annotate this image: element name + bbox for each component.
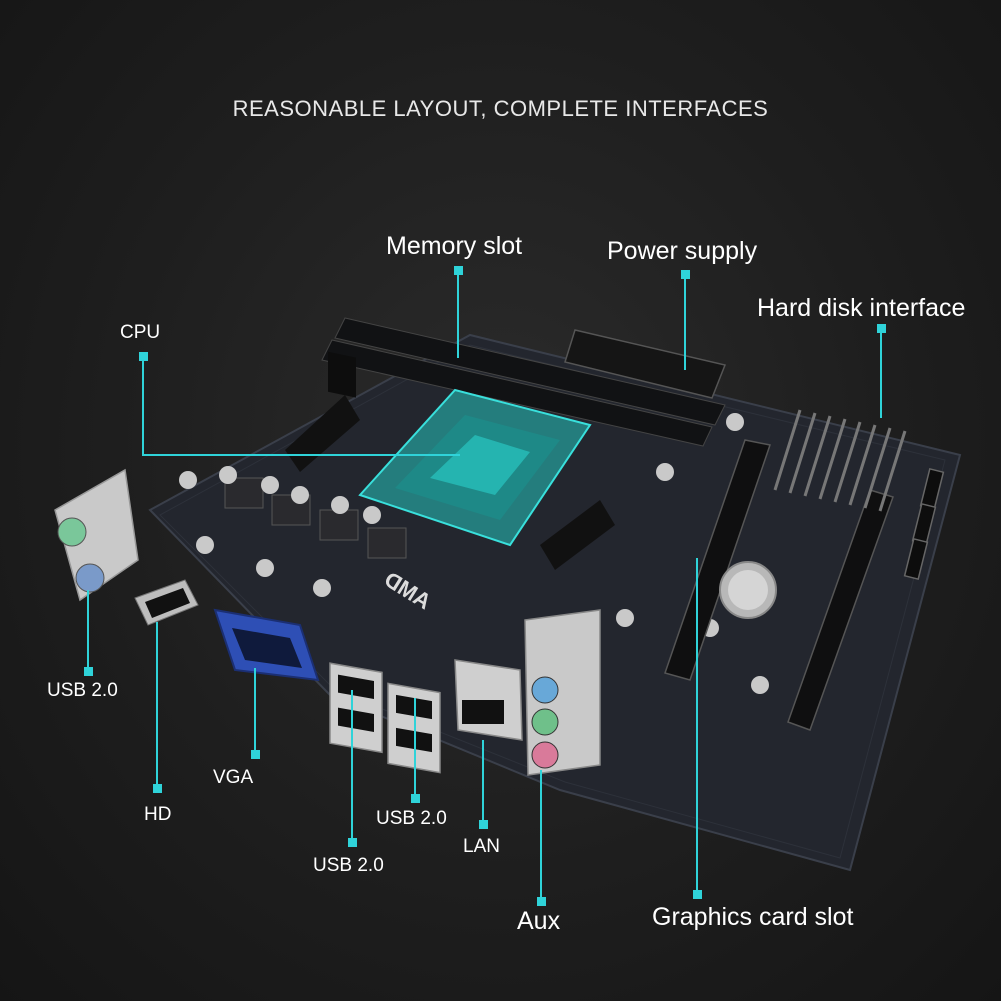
chipset-heatsink [773, 409, 907, 512]
memory-slot-a [334, 317, 726, 426]
hard-disk-interface-label: Hard disk interface [757, 294, 966, 322]
callout-markers [84, 266, 886, 906]
usb-stack-1 [329, 662, 383, 754]
cpu-label: CPU [120, 322, 161, 343]
power-supply-label: Power supply [607, 237, 758, 265]
audio-line-in-jack [531, 676, 559, 704]
usb-ps2-label: USB 2.0 [47, 680, 118, 701]
audio-line-out-jack [531, 708, 559, 736]
memory-slot-label: Memory slot [386, 232, 523, 260]
hd-label: HD [144, 804, 172, 825]
memory-slot-b [321, 339, 713, 447]
usb-rear-2-label: USB 2.0 [376, 808, 447, 829]
audio-mic-jack [531, 741, 559, 769]
ps2-bracket [54, 468, 139, 602]
ps2-keyboard-port [57, 517, 87, 547]
headline: REASONABLE LAYOUT, COMPLETE INTERFACES [232, 96, 769, 121]
sata-ports [903, 467, 945, 581]
usb-rear-1-label: USB 2.0 [313, 855, 384, 876]
power-connector [564, 329, 727, 399]
graphics-card-slot [664, 439, 771, 681]
lan-label: LAN [463, 836, 500, 857]
vga-label: VGA [213, 767, 254, 788]
callout-lines [87, 275, 882, 900]
graphics-card-slot-label: Graphics card slot [652, 903, 854, 931]
ps2-mouse-port [75, 563, 105, 593]
aux-label: Aux [517, 907, 561, 935]
